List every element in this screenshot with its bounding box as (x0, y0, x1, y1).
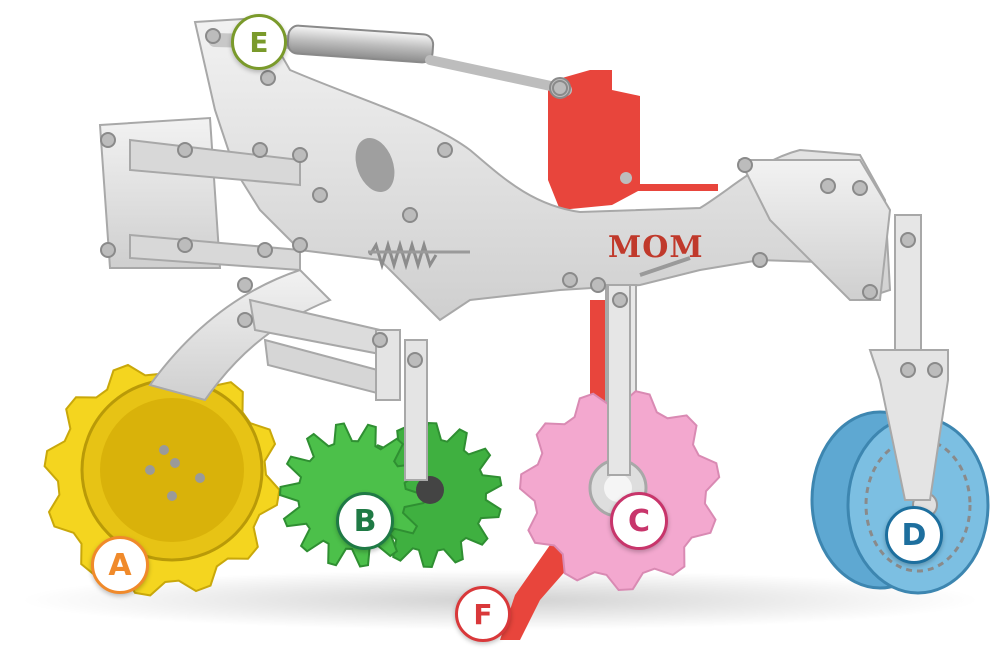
bolt (292, 237, 308, 253)
closing-wheel-b (278, 421, 503, 569)
bolt (237, 312, 253, 328)
callout-b-label: B (353, 503, 377, 539)
bolt (177, 237, 193, 253)
bolt (437, 142, 453, 158)
bolt (562, 272, 578, 288)
bolt (177, 142, 193, 158)
bolt (752, 252, 768, 268)
bolt (372, 332, 388, 348)
bolt (590, 277, 606, 293)
callout-c: C (610, 492, 668, 550)
bolt (402, 207, 418, 223)
bolt (100, 242, 116, 258)
bolt (257, 242, 273, 258)
callout-e-label: E (249, 25, 269, 59)
bolt (312, 187, 328, 203)
bolt (100, 132, 116, 148)
gauge-wheel-a (43, 359, 281, 597)
bolt (407, 352, 423, 368)
bolt (820, 178, 836, 194)
bolt (252, 142, 268, 158)
callout-a: A (91, 536, 149, 594)
callout-f-label: F (473, 597, 493, 631)
bolt (862, 284, 878, 300)
callout-a-label: A (108, 547, 132, 583)
red-mount-plate (548, 70, 718, 210)
callout-d: D (885, 506, 943, 564)
bolt (205, 28, 221, 44)
bolt (237, 277, 253, 293)
bolt (612, 292, 628, 308)
frame-bolts (100, 28, 943, 378)
bolt (900, 232, 916, 248)
brand-mark: MOM (608, 230, 704, 265)
bolt (552, 80, 568, 96)
bolt (927, 362, 943, 378)
bolt (737, 157, 753, 173)
callout-b: B (336, 492, 394, 550)
callout-c-label: C (627, 503, 651, 539)
furrow-wheel-c (518, 284, 721, 592)
callout-e: E (231, 14, 287, 70)
bolt (852, 180, 868, 196)
bolt (260, 70, 276, 86)
bolt (900, 362, 916, 378)
bolt (292, 147, 308, 163)
callout-f: F (455, 586, 511, 642)
callout-d-label: D (901, 517, 927, 553)
